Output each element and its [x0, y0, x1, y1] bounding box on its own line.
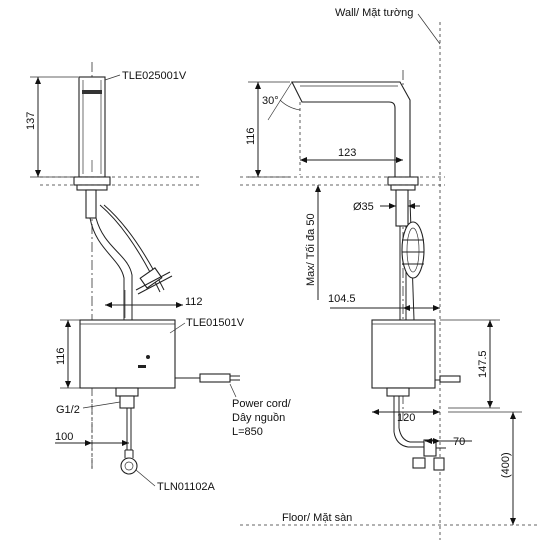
left-faucet-base: [73, 176, 111, 186]
right-faucet-flange: [390, 184, 416, 191]
left-cable-connector: [135, 267, 173, 295]
power-cord-en-label: Power cord/: [232, 398, 292, 410]
dim-112-label: 112: [185, 296, 203, 308]
dim-controller-height-left: 116: [55, 319, 80, 389]
left-controller-indicator: [138, 365, 146, 368]
dim-116-left-label: 116: [55, 347, 67, 365]
right-stop-valve: [412, 439, 446, 471]
dim-120-label: 120: [397, 412, 415, 424]
power-cord-vi-label: Dây nguồn: [232, 412, 285, 424]
faucet-model-label: TLE025001V: [122, 70, 187, 82]
right-spout: [291, 81, 411, 178]
left-faucet-flange: [76, 184, 108, 191]
left-view: 137 116 112 100 TLE025001V: [25, 62, 292, 493]
dim-spout-reach: 123: [300, 147, 403, 163]
right-view: Wall/ Mặt tường: [240, 7, 540, 540]
dim-floor-height: (400): [448, 411, 522, 525]
thread-label: G1/2: [56, 404, 80, 416]
dim-137-label: 137: [25, 112, 37, 130]
left-power-plug: [199, 373, 240, 383]
dim-controller-width-left: 112: [105, 290, 203, 318]
wall-label: Wall/ Mặt tường: [335, 7, 413, 19]
diameter-label: Ø35: [353, 201, 374, 213]
right-outlet-nut: [386, 387, 410, 397]
dim-100-label: 100: [55, 431, 73, 443]
dim-70-label: 70: [453, 436, 465, 448]
left-hose-1: [89, 217, 125, 320]
dim-400-label: (400): [500, 452, 512, 478]
left-shank: [85, 189, 97, 219]
left-faucet-outlet: [82, 90, 102, 94]
dim-width-70: 70: [425, 436, 472, 448]
left-hose-2: [95, 217, 133, 320]
left-stop-valve: [120, 457, 138, 475]
floor-label: Floor/ Mặt sàn: [282, 512, 352, 524]
dim-123-label: 123: [338, 147, 356, 159]
dim-max-counter: Max/ Tối đa 50: [305, 185, 321, 300]
right-shank: [395, 189, 409, 227]
right-power-plug: [435, 375, 461, 383]
dim-116-right-label: 116: [245, 127, 257, 145]
left-outlet-thread: [119, 395, 135, 409]
dim-wall-offset: 104.5: [328, 293, 440, 311]
max-label: Max/ Tối đa 50: [305, 213, 317, 286]
right-controller-box: [371, 319, 436, 389]
right-coiled-hose: [401, 221, 425, 279]
power-cord-length-label: L=850: [232, 426, 263, 438]
dim-diameter: Ø35: [353, 201, 420, 213]
dim-spout-height-right: 116: [245, 81, 290, 178]
left-outlet-nut: [115, 387, 139, 397]
valve-model-label: TLN01102A: [157, 481, 216, 493]
dim-104-5-label: 104.5: [328, 293, 356, 305]
dim-width-120: 120: [372, 409, 440, 424]
dim-offset-left: 100: [55, 431, 129, 446]
dim-spout-angle: 30°: [262, 81, 301, 121]
dim-147-5-label: 147.5: [477, 350, 489, 378]
right-supply-bend: [393, 431, 425, 448]
dim-faucet-height-left: 137: [25, 76, 78, 178]
left-controller-box: [79, 319, 176, 389]
dim-30-label: 30°: [262, 95, 279, 107]
right-faucet-base: [387, 176, 419, 186]
controller-model-label: TLE01501V: [186, 317, 245, 329]
dim-controller-height-right: 147.5: [440, 319, 500, 409]
